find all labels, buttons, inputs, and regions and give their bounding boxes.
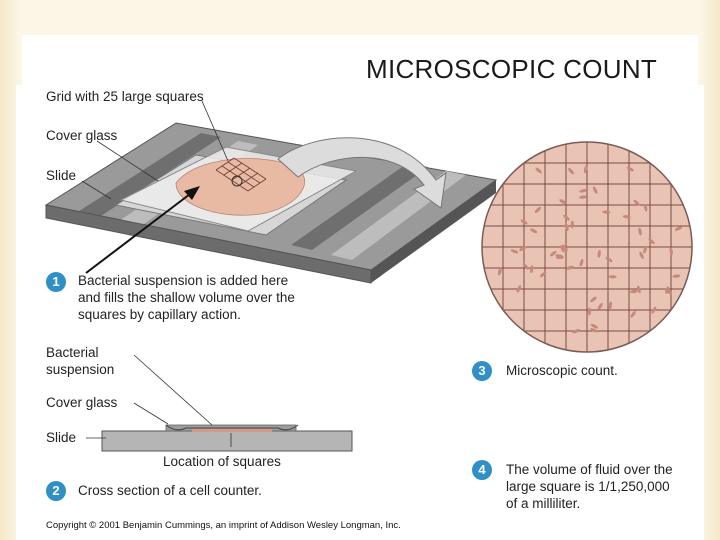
bacterium-cell bbox=[559, 199, 567, 205]
bacterium-cell bbox=[597, 249, 601, 258]
bacterium-cell bbox=[566, 265, 574, 270]
bacterium-cell bbox=[583, 165, 588, 174]
step-2-line-1: Cross section of a cell counter. bbox=[78, 483, 262, 498]
bacterium-cell bbox=[648, 238, 655, 245]
slide-label-bottom: Slide bbox=[46, 430, 77, 445]
bacterium-cell bbox=[633, 199, 640, 206]
bacterium-cell bbox=[605, 256, 613, 263]
bacterium-cell bbox=[669, 247, 673, 256]
bacterium-cell bbox=[672, 274, 681, 278]
bacterium-cell bbox=[560, 245, 565, 253]
bacterium-cell bbox=[556, 255, 564, 260]
cross-section-diagram bbox=[86, 354, 353, 452]
bacterium-cell bbox=[510, 249, 519, 254]
step-2-badge: 2 bbox=[46, 481, 66, 501]
bacterium-cell bbox=[519, 246, 527, 252]
bacterium-cell bbox=[539, 271, 547, 278]
step-4-badge: 4 bbox=[472, 460, 492, 480]
bacterium-cell bbox=[590, 328, 598, 333]
counting-chamber-perspective bbox=[44, 100, 498, 284]
bacterium-cell bbox=[590, 323, 599, 329]
step-1-line-1: Bacterial suspension is added here bbox=[78, 273, 289, 288]
bacterium-cell bbox=[535, 167, 542, 174]
bacterium-cell bbox=[587, 307, 592, 316]
bacterium-cell bbox=[564, 223, 569, 231]
bacterium-cell bbox=[516, 285, 522, 293]
bacterium-cell bbox=[497, 267, 502, 276]
bacterium-cell bbox=[579, 258, 584, 267]
bacterium-cell bbox=[643, 203, 648, 212]
bacterium-cell bbox=[549, 250, 557, 257]
bacterium-cell bbox=[597, 302, 603, 310]
bacterium-cell bbox=[665, 288, 673, 295]
step-1-line-3: squares by capillary action. bbox=[78, 307, 241, 322]
step-3-badge: 3 bbox=[472, 361, 492, 381]
step-1-line-2: and fills the shallow volume over the bbox=[78, 290, 295, 305]
bacterium-cell bbox=[622, 215, 631, 219]
bacterium-cell bbox=[562, 244, 568, 252]
diagram-artwork bbox=[44, 100, 693, 452]
bacterium-cell bbox=[608, 301, 613, 310]
slide-label-top: Slide bbox=[46, 168, 77, 183]
step-4-line-1: The volume of fluid over the bbox=[506, 462, 673, 477]
bacterium-cell bbox=[568, 167, 574, 175]
bacterium-cell bbox=[534, 206, 542, 213]
copyright-notice: Copyright © 2001 Benjamin Cummings, an i… bbox=[46, 520, 401, 531]
step-1-badge: 1 bbox=[46, 272, 66, 292]
bacterium-cell bbox=[579, 195, 587, 199]
bacterium-cell bbox=[590, 296, 597, 303]
microscopic-count-figure: Grid with 25 large squares Cover glass S… bbox=[16, 85, 704, 540]
bacterium-cell bbox=[608, 275, 617, 279]
step-3-line-1: Microscopic count. bbox=[506, 363, 618, 378]
bacterium-cell bbox=[530, 228, 538, 234]
bacterium-cell bbox=[530, 265, 534, 274]
bacterium-cell bbox=[592, 186, 598, 194]
bacterium-cell bbox=[629, 289, 638, 294]
step-4-line-2: large square is 1/1,250,000 bbox=[506, 479, 670, 494]
grid-label: Grid with 25 large squares bbox=[46, 89, 204, 104]
bacterium-cell bbox=[630, 310, 636, 318]
bacterium-cell bbox=[570, 220, 574, 229]
microscope-field-view bbox=[481, 141, 693, 353]
bacterium-cell bbox=[579, 188, 588, 193]
bacterium-cell bbox=[674, 226, 683, 231]
bacterium-cell bbox=[602, 210, 611, 214]
bacterium-cell bbox=[651, 306, 657, 314]
bacterium-cell bbox=[643, 245, 647, 254]
step-4-line-3: of a milliliter. bbox=[506, 496, 581, 511]
page-title: MICROSCOPIC COUNT bbox=[366, 54, 658, 84]
bacterial-suspension-label-1: Bacterial bbox=[46, 345, 99, 360]
bacterium-cell bbox=[572, 328, 580, 334]
bacterium-cell bbox=[637, 285, 641, 294]
cover-glass-label-top: Cover glass bbox=[46, 128, 118, 143]
bacterium-cell bbox=[639, 251, 644, 259]
bacterium-cell bbox=[626, 166, 634, 172]
bacterium-cell bbox=[522, 263, 529, 270]
cover-glass-label-bottom: Cover glass bbox=[46, 395, 118, 410]
location-of-squares-label: Location of squares bbox=[163, 454, 281, 469]
bacterium-cell bbox=[563, 214, 570, 221]
bacterium-cell bbox=[520, 219, 528, 225]
bacterium-cell bbox=[638, 227, 642, 236]
bacterial-suspension-label-2: suspension bbox=[46, 362, 115, 377]
